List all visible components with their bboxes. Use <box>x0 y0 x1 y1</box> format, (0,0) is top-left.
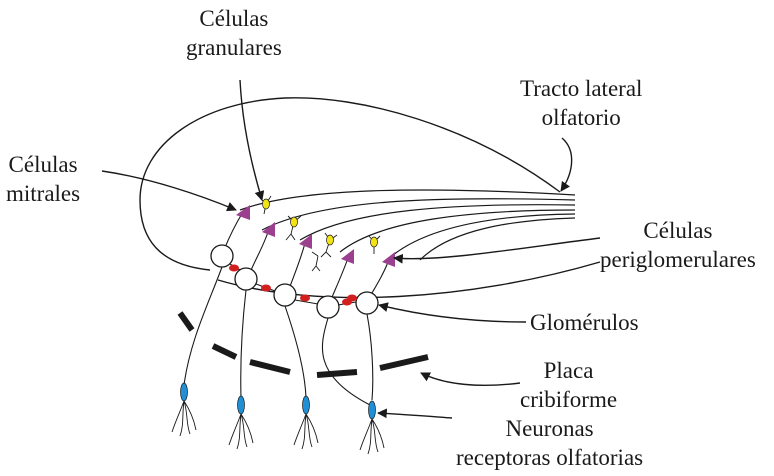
glomerulus <box>317 296 339 318</box>
mitral-cell <box>341 249 354 264</box>
periglomerular-cell <box>229 265 239 272</box>
granule-cells <box>260 196 380 271</box>
glomeruli-leader <box>379 305 526 322</box>
receptor-neuron-body <box>238 396 245 414</box>
cribriform-plate <box>180 313 428 375</box>
granule-cells-leader <box>240 80 262 200</box>
mitral-cells-leader <box>102 171 236 210</box>
granule-cells-label: Células granulares <box>186 4 282 62</box>
granule-cell <box>327 235 334 245</box>
receptor-neurons-leader <box>378 413 452 418</box>
mitral-cells <box>236 205 395 267</box>
glomerulus <box>211 245 233 267</box>
cribriform-plate-label: Placa cribiforme <box>520 356 617 414</box>
periglomerular-cell <box>261 285 271 292</box>
granule-cell <box>263 199 270 209</box>
lateral-olfactory-tract-label: Tracto lateral olfatorio <box>520 74 642 132</box>
glomeruli-label: Glomérulos <box>530 308 639 337</box>
receptor-neuron-body <box>181 383 188 401</box>
receptor-cilia <box>172 401 384 454</box>
lateral-tract-leader <box>561 138 572 191</box>
cribriform-plate-leader <box>421 373 520 385</box>
mitral-cells-label: Células mitrales <box>6 150 80 208</box>
granule-cell <box>371 237 378 247</box>
mitral-cell <box>236 205 250 220</box>
glomerulus <box>274 284 296 306</box>
glomerulus <box>235 268 257 290</box>
periglomerular-cell <box>347 295 357 302</box>
periglomerular-cells-label: Células periglomerulares <box>600 216 756 274</box>
olfactory-bulb-outline <box>140 98 560 270</box>
receptor-neurons <box>181 383 376 419</box>
granule-cell <box>291 217 298 227</box>
receptor-neuron-body <box>369 401 376 419</box>
periglomerular-cell <box>300 295 310 302</box>
mitral-cell <box>382 252 395 267</box>
receptor-neurons-label: Neuronas receptoras olfatorias <box>456 414 643 472</box>
receptor-neuron-body <box>303 396 310 414</box>
lateral-olfactory-tract-fibres <box>240 190 575 262</box>
glomerulus <box>356 292 378 314</box>
